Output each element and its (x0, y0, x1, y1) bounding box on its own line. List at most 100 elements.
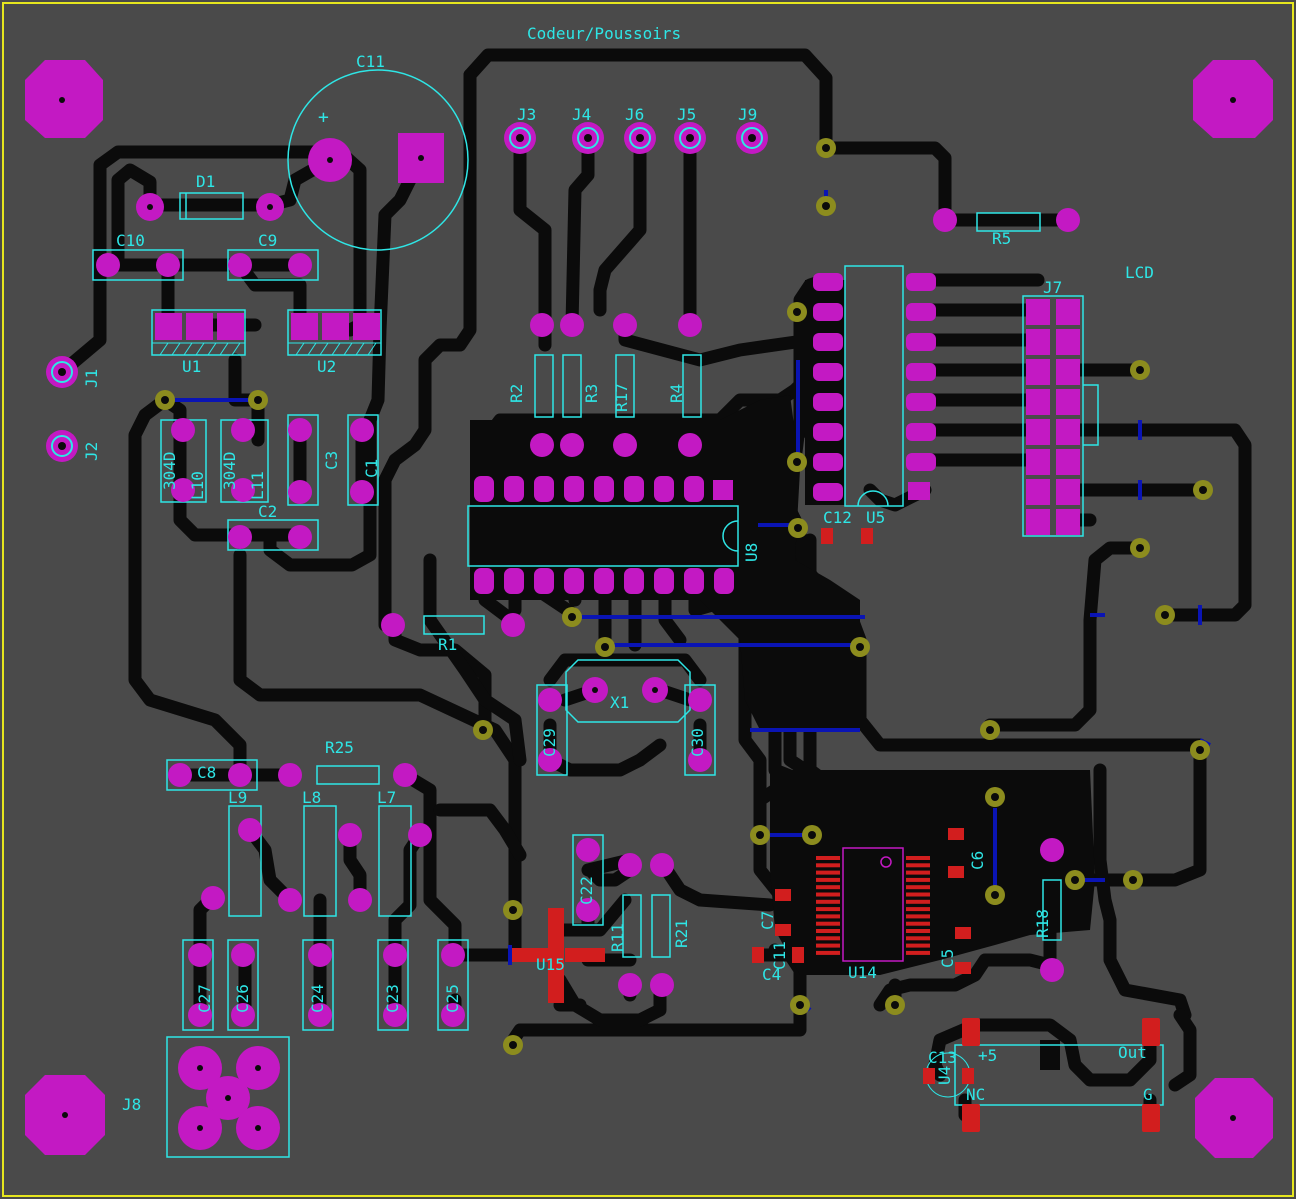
r25-label: R25 (325, 738, 354, 757)
c5-label: C5 (938, 949, 957, 968)
r18-label: R18 (1033, 909, 1052, 938)
smd-pin (816, 863, 840, 868)
header-pad (1056, 419, 1080, 445)
header-pad (1056, 329, 1080, 355)
pad (613, 313, 637, 337)
pad-drill (255, 1065, 261, 1071)
pad (171, 418, 195, 442)
c11-label: C11 (356, 52, 385, 71)
pad (188, 943, 212, 967)
pad (576, 898, 600, 922)
u5-label: U5 (866, 508, 885, 527)
square-pad (291, 313, 318, 340)
via-drill (796, 1001, 804, 1009)
dip-pad (908, 482, 930, 500)
square-pad (217, 313, 244, 340)
pad (228, 253, 252, 277)
dip-pad (684, 476, 704, 502)
pad (678, 433, 702, 457)
dip-pad (906, 273, 936, 291)
pad (308, 943, 332, 967)
via-drill (793, 458, 801, 466)
via-drill (991, 793, 999, 801)
square-pad (322, 313, 349, 340)
header-pad (1056, 389, 1080, 415)
test-point-drill (748, 134, 756, 142)
pad (308, 1003, 332, 1027)
u2-label: U2 (317, 357, 336, 376)
test-point-ring (741, 127, 763, 149)
nc-label: NC (966, 1085, 985, 1104)
via-drill (161, 396, 169, 404)
via-drill (509, 906, 517, 914)
dip-pad (813, 303, 843, 321)
dip-pad (813, 393, 843, 411)
pad-drill (592, 687, 598, 693)
via-drill (986, 726, 994, 734)
smd-pin (816, 950, 840, 955)
pad (933, 208, 957, 232)
dip-pad (906, 303, 936, 321)
smd-pin (816, 870, 840, 875)
via-drill (1161, 611, 1169, 619)
pad (650, 853, 674, 877)
pad-drill (147, 204, 153, 210)
pads (96, 138, 1080, 1150)
bottom-traces (165, 190, 1211, 1012)
pad (168, 763, 192, 787)
pad (188, 1003, 212, 1027)
pad (156, 253, 180, 277)
pad (96, 253, 120, 277)
smd-pin (816, 899, 840, 904)
pad (231, 418, 255, 442)
via-drill (1199, 486, 1207, 494)
pad-drill (197, 1065, 203, 1071)
pad (678, 313, 702, 337)
c3-label: C3 (322, 451, 341, 470)
dip-pad (474, 476, 494, 502)
header-pad (1026, 359, 1050, 385)
vias (155, 138, 1213, 1055)
u4-label: U4 (935, 1066, 954, 1085)
dip-pad (474, 568, 494, 594)
via-drill (822, 202, 830, 210)
pad (201, 886, 225, 910)
pad (530, 313, 554, 337)
c30-label: C30 (688, 728, 707, 757)
smd-pin (816, 929, 840, 933)
pad (501, 613, 525, 637)
via-drill (808, 831, 816, 839)
c4-label: C4 (762, 965, 781, 984)
r21-label: R21 (672, 919, 691, 948)
mounting-hole (25, 1075, 105, 1155)
smd-pin (906, 899, 930, 904)
pad-drill (225, 1095, 231, 1101)
via-drill (1071, 876, 1079, 884)
pad-drill (197, 1125, 203, 1131)
pad (538, 688, 562, 712)
dip-pad (813, 423, 843, 441)
pad (408, 823, 432, 847)
header-pad (1026, 389, 1050, 415)
pad (288, 525, 312, 549)
smd-pin (906, 877, 930, 882)
pad (618, 853, 642, 877)
square-pads (155, 133, 1080, 594)
dip-pad (504, 476, 524, 502)
header-pad (1026, 449, 1050, 475)
smd-pin (906, 921, 930, 926)
mounting-hole (1193, 60, 1273, 138)
c9-label: C9 (258, 231, 277, 250)
pad (350, 480, 374, 504)
j1-label: J1 (82, 369, 101, 388)
pad (560, 313, 584, 337)
silkscreen (92, 69, 1164, 1158)
dip-pad (906, 453, 936, 471)
c11b-label: C11 (770, 941, 789, 970)
ring-pads (46, 122, 768, 462)
dip-pad (813, 363, 843, 381)
pad-drill (267, 204, 273, 210)
dip-pad (624, 568, 644, 594)
dip-pad (504, 568, 524, 594)
header-pad (1026, 419, 1050, 445)
